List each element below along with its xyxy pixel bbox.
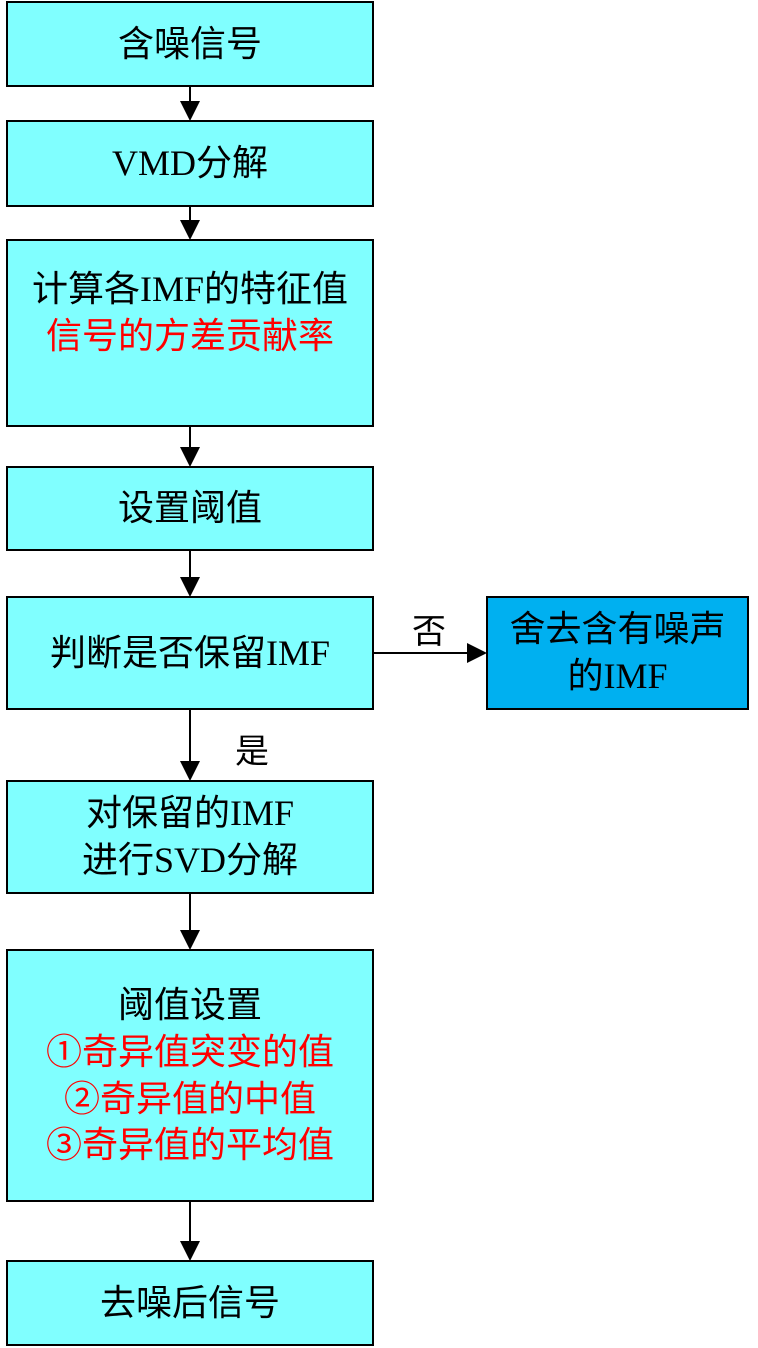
node-text: 设置阈值 xyxy=(117,488,262,529)
node-text: 阈值设置 xyxy=(117,984,262,1025)
node-threshold-options: 阈值设置 ①奇异值突变的值 ②奇异值的中值 ③奇异值的平均值 xyxy=(6,949,374,1202)
node-discard-noisy-imf: 舍去含有噪声 的IMF xyxy=(486,596,749,710)
node-text: 对保留的IMF xyxy=(85,793,295,834)
node-text: 判断是否保留IMF xyxy=(49,632,331,673)
threshold-option-3: ③奇异值的平均值 xyxy=(45,1125,334,1166)
node-text: 舍去含有噪声 xyxy=(509,609,726,650)
node-text: VMD分解 xyxy=(111,143,268,184)
node-text: 含噪信号 xyxy=(117,23,262,64)
node-highlight-text: 信号的方差贡献率 xyxy=(45,316,334,356)
node-text: 计算各IMF的特征值 xyxy=(31,269,349,310)
node-vmd-decomposition: VMD分解 xyxy=(6,120,374,207)
threshold-option-2: ②奇异值的中值 xyxy=(63,1078,316,1119)
threshold-option-1: ①奇异值突变的值 xyxy=(45,1031,334,1072)
node-text: 的IMF xyxy=(567,656,668,696)
node-noisy-signal: 含噪信号 xyxy=(6,1,374,87)
node-denoised-signal: 去噪后信号 xyxy=(6,1260,374,1346)
node-decide-keep-imf: 判断是否保留IMF xyxy=(6,596,374,710)
node-text: 进行SVD分解 xyxy=(81,840,299,880)
node-svd-decomposition: 对保留的IMF 进行SVD分解 xyxy=(6,780,374,894)
node-set-threshold: 设置阈值 xyxy=(6,466,374,551)
edge-label-yes: 是 xyxy=(235,734,269,771)
edge-label-no: 否 xyxy=(412,614,446,651)
node-compute-features: 计算各IMF的特征值 信号的方差贡献率 xyxy=(6,239,374,427)
node-text: 去噪后信号 xyxy=(99,1282,280,1323)
